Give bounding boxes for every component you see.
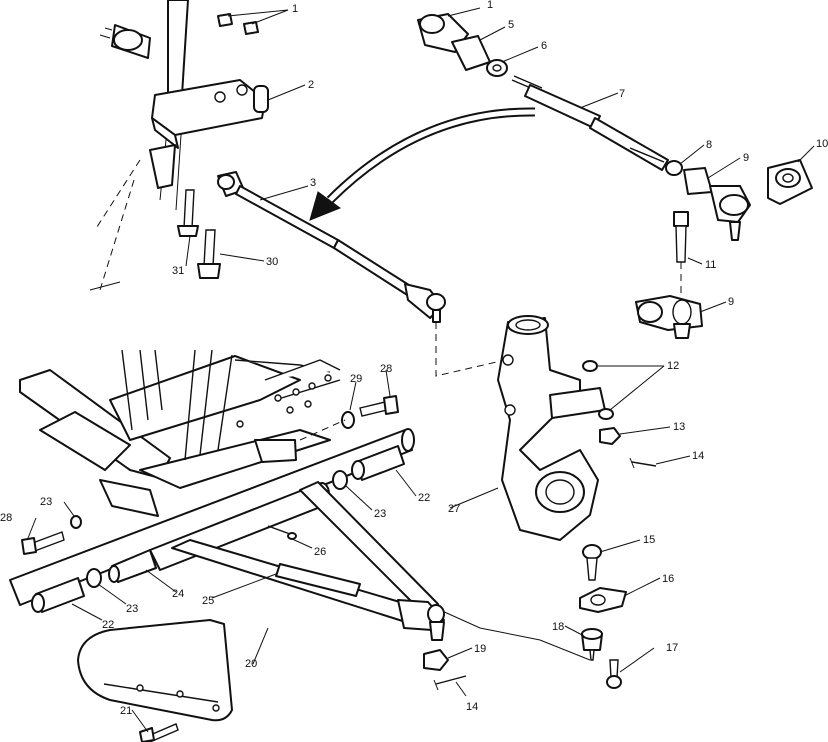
frame-section — [19, 349, 341, 517]
callout-label: 8 — [706, 139, 712, 151]
tube-24 — [108, 549, 157, 583]
callout-labels: 1 1 2 3 5 6 7 8 9 9 10 11 12 13 14 14 15… — [0, 0, 828, 717]
callout-label: 9 — [743, 152, 749, 164]
rod-end-assembly — [417, 13, 813, 241]
callout-label: 6 — [541, 40, 547, 52]
steering-post-assembly — [89, 0, 269, 291]
callout-label: 28 — [380, 363, 392, 375]
bolt-28-left — [21, 531, 65, 555]
callout-label: 31 — [172, 265, 184, 277]
callout-label: 1 — [487, 0, 493, 11]
callout-label: 22 — [418, 492, 430, 504]
frame-bolt-dashline — [299, 419, 346, 441]
bolt-21 — [139, 723, 179, 742]
callout-label: 22 — [102, 619, 114, 631]
callout-label: 24 — [172, 588, 184, 600]
callout-label: 23 — [126, 603, 138, 615]
callout-label: 7 — [619, 88, 625, 100]
bolt-28-upper — [359, 395, 399, 417]
assembly-arrow — [309, 107, 536, 221]
callout-label: 15 — [643, 534, 655, 546]
bushing-23-left — [70, 515, 82, 529]
pivot-tube-22-left — [31, 577, 85, 613]
front-cross-tube — [9, 428, 415, 606]
callout-label: 25 — [202, 595, 214, 607]
bolt-15 — [582, 544, 602, 581]
washer-29 — [341, 411, 355, 429]
callout-label: 14 — [692, 450, 704, 462]
callout-label: 10 — [816, 138, 828, 150]
knuckle-to-arm-leader — [439, 609, 591, 661]
grease-fitting-26 — [267, 525, 297, 540]
callout-label: 16 — [662, 573, 674, 585]
a-arm-guard-20 — [77, 619, 233, 722]
nut-13 — [599, 427, 621, 445]
callout-label: 14 — [466, 701, 478, 713]
steering-knuckle — [497, 315, 606, 541]
callout-label: 11 — [705, 259, 716, 271]
callout-label: 1 — [292, 3, 298, 15]
bushing-23-lower — [86, 568, 102, 588]
callout-label: 5 — [508, 19, 514, 31]
tie-rod-assembly — [217, 171, 506, 377]
callout-label: 13 — [673, 421, 685, 433]
callout-label: 17 — [666, 642, 678, 654]
washer-12-upper — [582, 360, 598, 372]
lower-rod-end — [635, 295, 703, 339]
callout-label: 21 — [120, 705, 132, 717]
callout-label: 18 — [552, 621, 564, 633]
callout-label: 20 — [245, 658, 257, 670]
callout-label: 3 — [310, 177, 316, 189]
callout-label: 23 — [374, 508, 386, 520]
bolt-31 — [177, 189, 199, 237]
callout-label: 12 — [667, 360, 679, 372]
a-arm — [149, 481, 445, 641]
callout-label: 19 — [474, 643, 486, 655]
callout-label: 2 — [308, 79, 314, 91]
leader-lines — [27, 7, 815, 733]
callout-label: 28 — [0, 512, 12, 524]
ball-joint-18 — [581, 628, 603, 661]
nut-19 — [423, 649, 449, 671]
cotter-pin-14-upper — [629, 457, 657, 469]
screw-17 — [606, 659, 622, 689]
bolt-11 — [673, 211, 689, 298]
callout-label: 27 — [448, 503, 460, 515]
washer-12-lower — [598, 408, 614, 420]
callout-label: 9 — [728, 296, 734, 308]
callout-label: 23 — [40, 496, 52, 508]
cotter-pin-14-lower — [433, 675, 467, 691]
callout-label: 30 — [266, 256, 278, 268]
bolt-30 — [197, 229, 221, 279]
bushing-23-right — [332, 470, 348, 490]
callout-label: 26 — [314, 546, 326, 558]
plate-16 — [579, 587, 627, 613]
pivot-tube-22-right — [351, 445, 405, 481]
callout-label: 29 — [350, 373, 362, 385]
